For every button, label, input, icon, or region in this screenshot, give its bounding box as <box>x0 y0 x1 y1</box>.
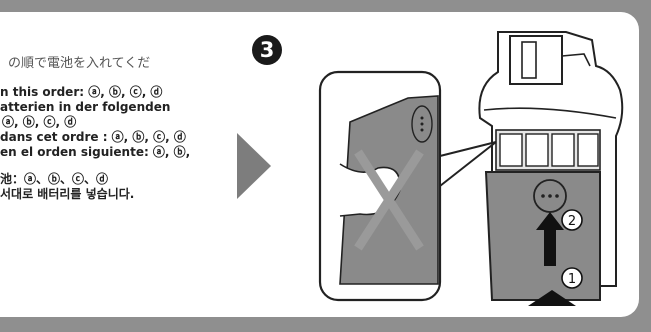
callout-1: 1 <box>568 272 576 287</box>
instruction-english: n this order: ⓐ, ⓑ, ⓒ, ⓓ <box>0 85 232 100</box>
battery-slot-row <box>496 130 600 170</box>
instruction-text-block: の順で電池を入れてくだ n this order: ⓐ, ⓑ, ⓒ, ⓓ att… <box>0 56 232 202</box>
battery-magazine <box>486 172 600 300</box>
next-step-arrow-icon <box>237 133 271 199</box>
battery-insertion-illustration: 2 1 <box>300 14 640 314</box>
instruction-german-line1: atterien in der folgenden <box>0 100 232 115</box>
instruction-korean: 서대로 배터리를 넣습니다. <box>0 187 232 202</box>
instruction-german-line2: ⓐ, ⓑ, ⓒ, ⓓ <box>0 115 232 130</box>
instruction-spanish: en el orden siguiente: ⓐ, ⓑ, <box>0 145 232 160</box>
instruction-chinese: 池：ⓐ、ⓑ、ⓒ、ⓓ <box>0 172 232 187</box>
incorrect-orientation-inset <box>320 72 440 300</box>
instruction-french: dans cet ordre : ⓐ, ⓑ, ⓒ, ⓓ <box>0 130 232 145</box>
step-number-badge: 3 <box>252 35 282 65</box>
instruction-japanese: の順で電池を入れてくだ <box>0 56 232 71</box>
callout-2: 2 <box>568 214 576 229</box>
